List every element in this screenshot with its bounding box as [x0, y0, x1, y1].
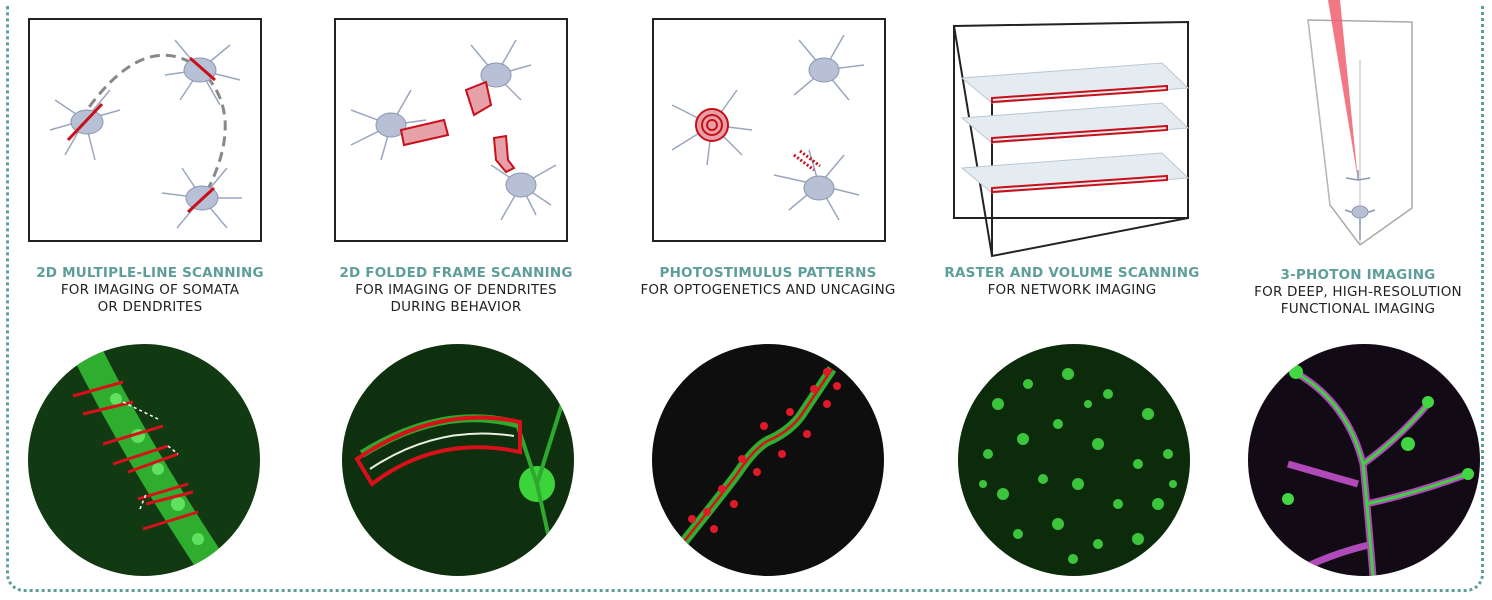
caption-line: FOR DEEP, HIGH-RESOLUTION: [1254, 284, 1462, 300]
panel-3-photon-imaging: 3-PHOTON IMAGING FOR DEEP, HIGH-RESOLUTI…: [1208, 0, 1492, 600]
volume-cube-illustration: [952, 18, 1192, 258]
dendrite-frame-scan-image: [342, 344, 574, 576]
multiple-line-illustration: [28, 18, 262, 242]
panel-folded-frame-scanning: 2D FOLDED FRAME SCANNING FOR IMAGING OF …: [306, 0, 606, 600]
uncaging-pattern-image: [652, 344, 884, 576]
network-imaging-image: [958, 344, 1190, 576]
caption-line: FOR IMAGING OF DENDRITES: [355, 282, 557, 298]
caption: 3-PHOTON IMAGING FOR DEEP, HIGH-RESOLUTI…: [1208, 267, 1492, 318]
neuron-icon: [49, 89, 121, 161]
caption: 2D FOLDED FRAME SCANNING FOR IMAGING OF …: [306, 265, 606, 316]
dotted-border: [6, 6, 1484, 592]
caption-title: 2D FOLDED FRAME SCANNING: [339, 265, 573, 281]
photostimulus-illustration: [652, 18, 886, 242]
panel-multiple-line-scanning: 2D MULTIPLE-LINE SCANNING FOR IMAGING OF…: [0, 0, 300, 600]
caption: RASTER AND VOLUME SCANNING FOR NETWORK I…: [922, 265, 1222, 299]
caption-line: FUNCTIONAL IMAGING: [1280, 301, 1436, 317]
caption-line: FOR IMAGING OF SOMATA: [60, 282, 240, 298]
caption-line: FOR NETWORK IMAGING: [987, 282, 1157, 298]
caption: PHOTOSTIMULUS PATTERNS FOR OPTOGENETICS …: [618, 265, 918, 299]
3-photon-illustration: [1300, 0, 1430, 260]
caption-title: 2D MULTIPLE-LINE SCANNING: [36, 265, 264, 281]
folded-frame-illustration: [334, 18, 568, 242]
caption: 2D MULTIPLE-LINE SCANNING FOR IMAGING OF…: [0, 265, 300, 316]
caption-line: OR DENDRITES: [97, 299, 203, 315]
caption-title: 3-PHOTON IMAGING: [1280, 267, 1436, 283]
caption-line: FOR OPTOGENETICS AND UNCAGING: [640, 282, 896, 298]
caption-title: RASTER AND VOLUME SCANNING: [944, 265, 1200, 281]
caption-line: DURING BEHAVIOR: [390, 299, 522, 315]
caption-title: PHOTOSTIMULUS PATTERNS: [659, 265, 877, 281]
panel-photostimulus-patterns: PHOTOSTIMULUS PATTERNS FOR OPTOGENETICS …: [618, 0, 918, 600]
3-photon-image: [1248, 344, 1480, 576]
panel-raster-volume-scanning: RASTER AND VOLUME SCANNING FOR NETWORK I…: [922, 0, 1222, 600]
dendrite-line-scan-image: [28, 344, 260, 576]
